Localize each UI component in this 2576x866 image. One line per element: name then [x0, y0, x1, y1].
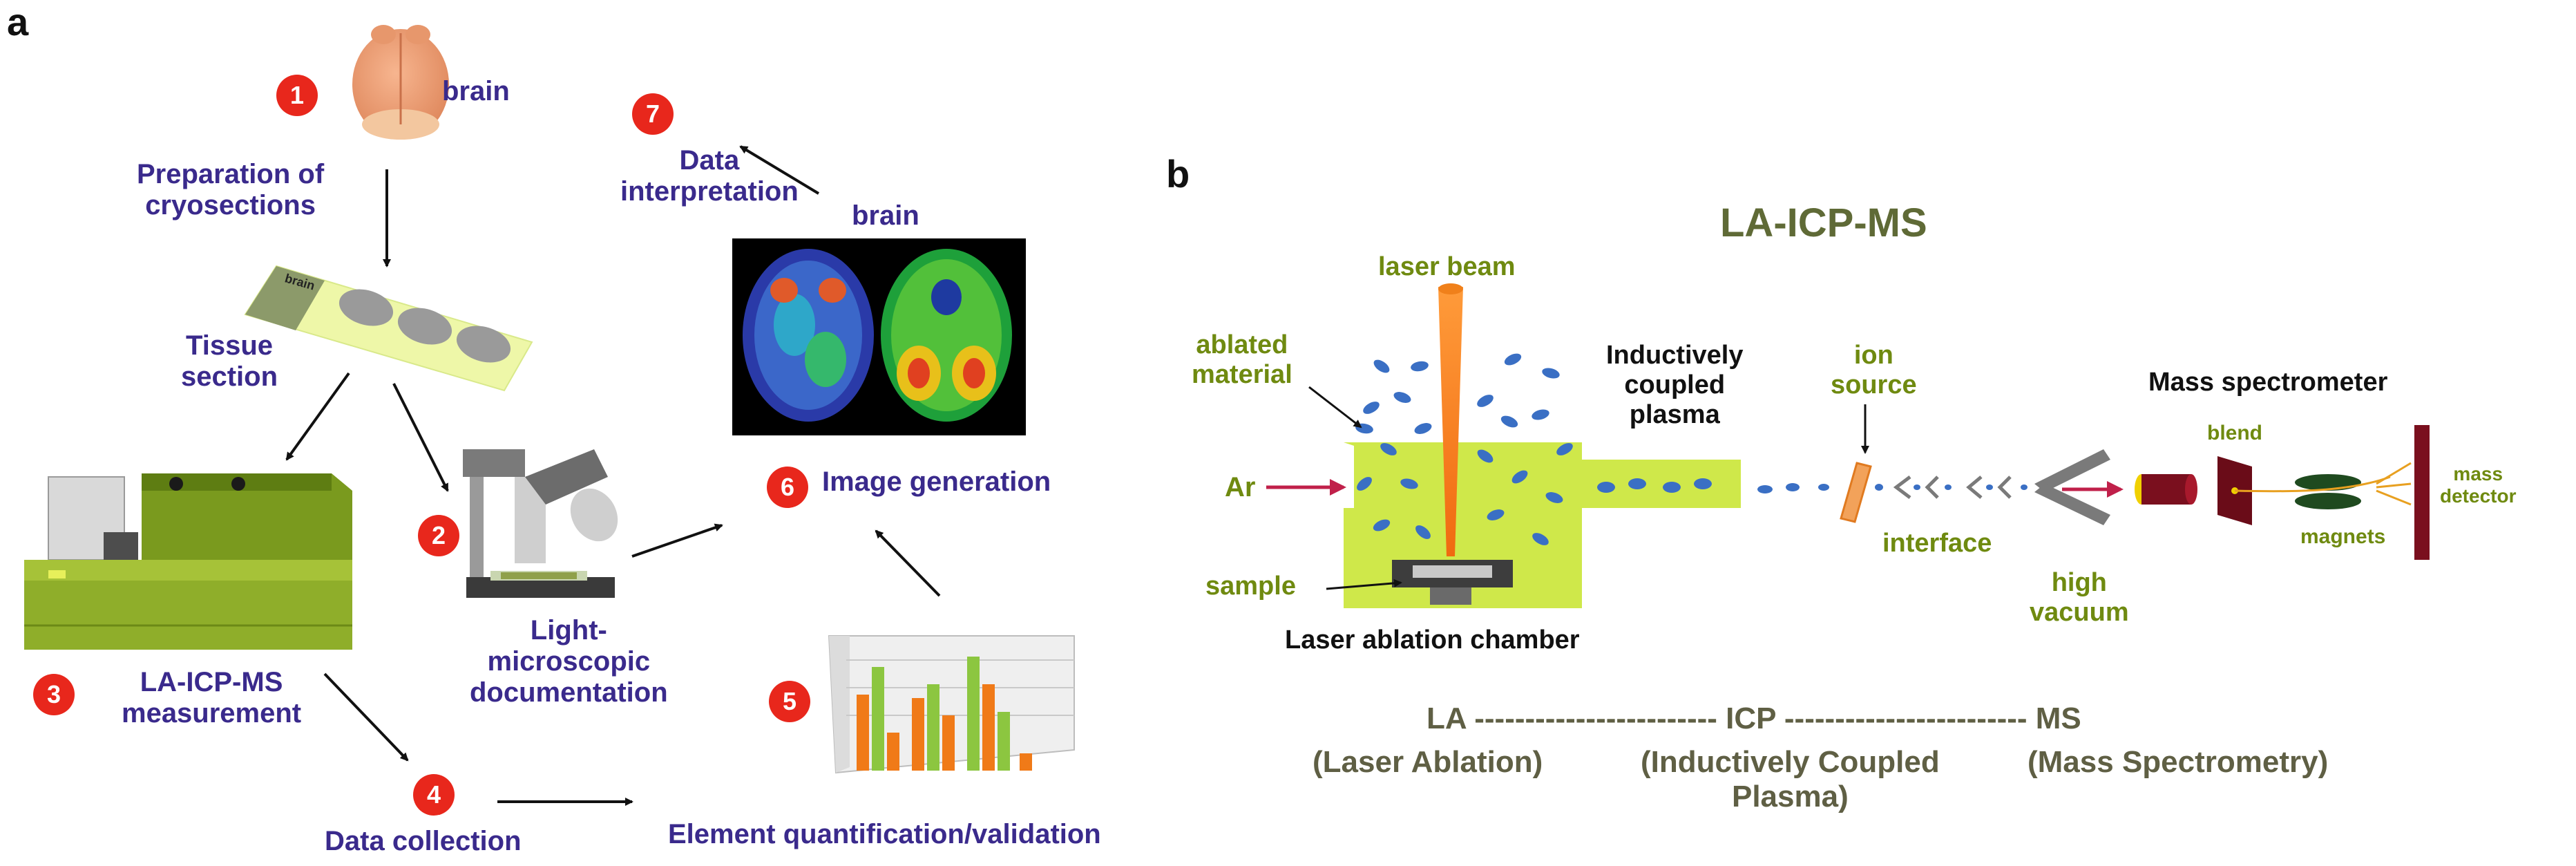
magnets-label: magnets [2300, 525, 2386, 548]
la-icp-ms-instrument [24, 473, 352, 650]
step-2-badge: 2 [418, 515, 459, 556]
ablated-particle [1414, 423, 1432, 434]
ablated-particle [1532, 409, 1549, 420]
ablated-particle [1373, 359, 1390, 373]
step-5-label: Element quantification/validation [668, 819, 1101, 849]
ablated-particle [1511, 470, 1528, 484]
icp-particles [1597, 478, 2028, 493]
step-6-badge: 6 [767, 467, 808, 508]
ablated-particles [1355, 353, 1573, 545]
laser-beam-label: laser beam [1378, 252, 1516, 281]
ion-particle [1628, 478, 1646, 489]
step-3-label: LA-ICP-MS measurement [122, 667, 302, 729]
brain-icon [352, 25, 449, 140]
ablated-particle [1542, 368, 1560, 379]
panel-b-label: b [1166, 152, 1190, 196]
legend-icp: (Inductively Coupled Plasma) [1641, 745, 1940, 813]
ion-particle [1914, 484, 1920, 490]
ablated-particle [1380, 443, 1397, 455]
brain-image-label: brain [852, 200, 919, 231]
ion-particle [1597, 482, 1615, 493]
ablated-particle [1411, 361, 1429, 372]
step-7-label: Data interpretation [620, 145, 799, 207]
legend-la: (Laser Ablation) [1313, 745, 1543, 779]
interface-label: interface [1882, 529, 1992, 558]
ablated-particle [1545, 492, 1563, 503]
interface-cones [1893, 476, 2012, 499]
step-5-badge: 5 [769, 681, 810, 722]
ion-particle [1663, 482, 1681, 493]
ion-particle [1986, 484, 1993, 490]
high-vacuum-funnel [2034, 449, 2110, 525]
ablated-particle [1363, 402, 1380, 414]
step-7-badge: 7 [632, 93, 674, 135]
chamber-label: Laser ablation chamber [1285, 625, 1580, 655]
ablated-particle [1400, 478, 1418, 489]
tissue-slide [244, 265, 533, 392]
ion-particle [1818, 484, 1829, 491]
sample-label: sample [1205, 572, 1296, 601]
blend-label: blend [2207, 422, 2262, 444]
step-2-label: Light- microscopic documentation [470, 615, 668, 708]
ion-particle [1694, 478, 1712, 489]
ablated-particle [1504, 353, 1522, 366]
ablated-particle [1373, 519, 1391, 531]
ion-source-label: ion source [1831, 341, 1917, 399]
step-6-label: Image generation [822, 467, 1051, 497]
ablated-particle [1393, 392, 1411, 403]
laser-beam [1438, 287, 1463, 556]
mass-spectrometer-label: Mass spectrometer [2148, 368, 2388, 397]
ar-label: Ar [1225, 472, 1256, 502]
brain-element-images [732, 238, 1026, 435]
mass-spectrometer [2135, 425, 2430, 560]
step-4-badge: 4 [413, 774, 455, 816]
ablated-particle [1487, 509, 1505, 520]
tissue-section-label: Tissue section [181, 330, 278, 393]
ablated-particle [1477, 395, 1494, 407]
ion-particle [2021, 484, 2028, 490]
ablated-particle [1532, 533, 1549, 545]
bar-chart-icon [828, 635, 1075, 774]
microscope-icon [463, 449, 618, 598]
mass-detector-label: mass detector [2440, 463, 2517, 507]
panel-a-label: a [7, 0, 29, 44]
ablated-particle [1556, 443, 1573, 455]
ablated-particle [1500, 415, 1518, 428]
step-3-badge: 3 [33, 674, 75, 715]
step-1-label: brain [442, 76, 510, 106]
ablated-particle [1357, 477, 1372, 491]
legend-line: LA ------------------------ ICP --------… [1427, 702, 2081, 735]
step-1-badge: 1 [276, 75, 318, 116]
legend-ms: (Mass Spectrometry) [2028, 745, 2329, 779]
ablated-particle [1477, 449, 1494, 463]
ablated-particle [1415, 525, 1431, 539]
sample-stage [1392, 560, 1513, 605]
ion-particle [1945, 484, 1952, 490]
panel-b-title: LA-ICP-MS [1720, 200, 1927, 245]
step-4-label: Data collection [325, 826, 522, 856]
ion-particle [1757, 485, 1773, 493]
ion-particle [1875, 484, 1883, 491]
icp-label: Inductively coupled plasma [1606, 341, 1744, 429]
ion-particle [1786, 483, 1800, 491]
ablated-material-label: ablated material [1192, 330, 1292, 389]
ion-source [1840, 462, 1872, 523]
high-vacuum-label: high vacuum [2030, 568, 2129, 627]
prep-cryosections-label: Preparation of cryosections [137, 159, 325, 221]
